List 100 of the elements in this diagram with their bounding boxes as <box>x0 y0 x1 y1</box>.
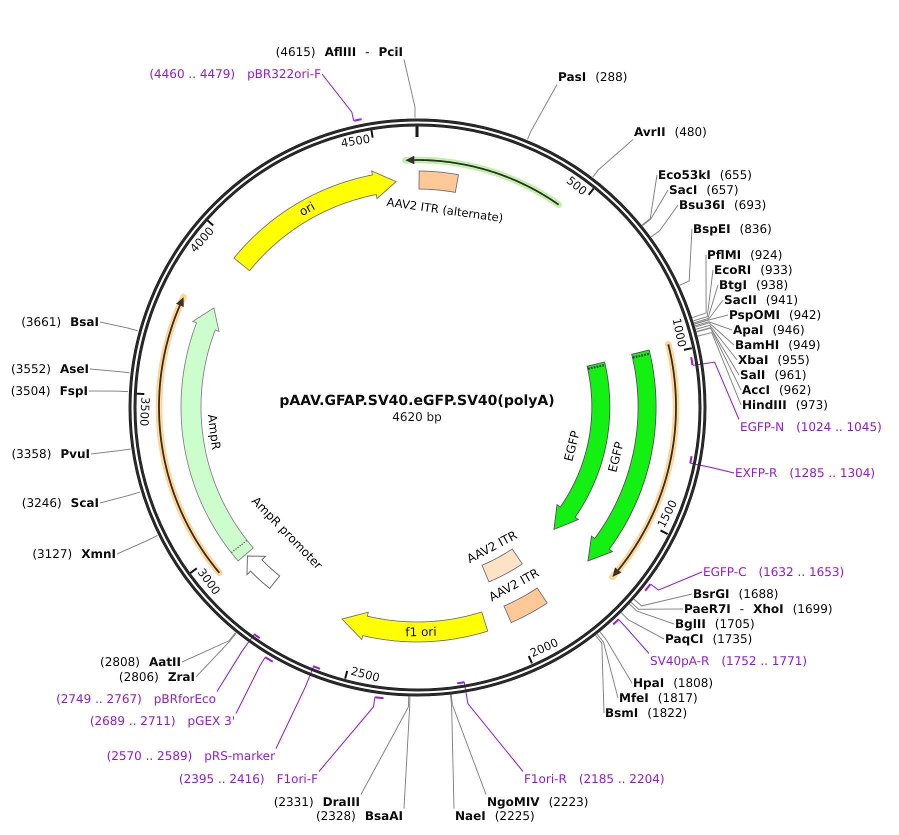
leader-line <box>196 632 237 678</box>
restriction-site-label: BsrGI (1688) <box>692 586 780 602</box>
leader-line <box>88 390 128 392</box>
primer-label: (2395 .. 2416) F1ori-F <box>178 772 319 786</box>
leader-line <box>694 322 734 346</box>
leader-line <box>695 324 738 360</box>
restriction-site-label: (3661) BsaI <box>20 314 100 330</box>
restriction-site-label: (2808) AatII <box>99 654 182 670</box>
feature-label: AAV2 ITR (alternate) <box>386 194 504 226</box>
primer-site-mark <box>644 582 652 592</box>
leader-line <box>696 328 742 390</box>
restriction-site-label: (3246) ScaI <box>20 496 100 510</box>
restriction-site-label: AccI (962) <box>741 382 812 398</box>
restriction-site-label: XbaI (955) <box>737 352 811 368</box>
restriction-site-label: NaeI (2225) <box>454 808 536 824</box>
plasmid-length: 4620 bp <box>392 410 442 424</box>
leader-line <box>642 174 658 226</box>
restriction-site-label: PaqCI (1735) <box>664 632 754 646</box>
restriction-site-label: (3552) AseI <box>10 362 90 376</box>
leader-line <box>464 681 524 772</box>
primer-site-mark <box>312 664 322 670</box>
leader-line <box>450 694 454 809</box>
leader-line <box>322 74 354 122</box>
restriction-site-label: BamHI (949) <box>734 338 822 352</box>
restriction-site-label: EcoRI (933) <box>713 262 794 278</box>
leader-line <box>527 84 558 140</box>
tick-label: 1500 <box>655 498 680 530</box>
tick-label: 500 <box>564 174 590 198</box>
leader-line <box>100 322 138 332</box>
restriction-site-label: BspEI (836) <box>692 222 773 236</box>
restriction-site-label: HindIII (973) <box>741 398 829 412</box>
leader-line <box>276 666 314 749</box>
primer-site-mark <box>689 454 693 464</box>
restriction-site-label: (4615) AflIII - PciI <box>274 44 404 60</box>
leader-line <box>592 139 634 178</box>
leader-line <box>697 332 742 406</box>
primer-site-mark <box>612 618 620 626</box>
leader-line <box>628 603 674 624</box>
restriction-site-label: Eco53kI (655) <box>657 168 753 182</box>
restriction-site-label: MfeI (1817) <box>618 690 699 706</box>
primer-label: (2749 .. 2767) pBRforEco <box>55 692 217 706</box>
restriction-site-label: PflMI (924) <box>706 248 784 262</box>
restriction-site-label: (2806) ZraI <box>118 670 196 684</box>
leader-line <box>692 362 740 420</box>
leader-line <box>618 619 650 654</box>
leader-line <box>620 612 664 640</box>
leader-line <box>216 633 256 692</box>
plasmid-name: pAAV.GFAP.SV40.eGFP.SV40(polyA) <box>279 392 555 410</box>
restriction-site-label: SacI (657) <box>668 182 740 198</box>
restriction-site-label: ApaI (946) <box>732 322 806 338</box>
leader-line <box>116 534 158 554</box>
leader-line <box>100 491 141 504</box>
leader-line <box>90 448 132 454</box>
restriction-site-label: SalI (961) <box>739 368 808 382</box>
tick-label: 2000 <box>528 636 561 660</box>
feature-label: EGFP <box>605 440 626 474</box>
primer-label: EGFP-N (1024 .. 1045) <box>739 420 883 434</box>
tick-label: 4500 <box>340 132 371 150</box>
restriction-site-label: (2331) DraIII <box>272 794 361 810</box>
leader-line <box>690 462 734 474</box>
leader-line <box>692 254 707 318</box>
leader-line <box>182 632 236 662</box>
primer-label: (2570 .. 2589) pRS-marker <box>106 748 276 764</box>
leader-line <box>599 631 632 684</box>
leader-line <box>90 368 130 374</box>
primer-site-mark <box>264 656 274 664</box>
restriction-site-label: PasI (288) <box>557 70 628 84</box>
leader-line <box>236 657 266 714</box>
primer-label: F1ori-R (2185 .. 2204) <box>523 772 666 786</box>
primer-label: (2689 .. 2711) pGEX 3' <box>88 714 236 728</box>
restriction-site-label: Bsu36I (693) <box>678 198 768 212</box>
primer-site-mark <box>253 632 262 639</box>
leader-line <box>404 59 416 118</box>
leader-line <box>693 284 718 324</box>
primer-label: EGFP-C (1632 .. 1653) <box>702 564 846 580</box>
restriction-site-label: AvrII (480) <box>633 124 708 140</box>
tick-label: 2500 <box>349 664 381 685</box>
restriction-site-label: (3358) PvuI <box>10 446 91 462</box>
restriction-site-label: SacII (941) <box>723 292 800 308</box>
restriction-site-label: BtgI (938) <box>718 278 790 292</box>
feature-label: EGFP <box>562 428 583 462</box>
restriction-site-label: PspOMI (942) <box>728 308 822 322</box>
leader-line <box>596 633 618 698</box>
restriction-site-label: HpaI (1808) <box>632 676 714 690</box>
leader-line <box>694 314 728 325</box>
restriction-site-label: BsmI (1822) <box>604 706 688 720</box>
leader-line <box>633 594 692 606</box>
leader-line <box>696 327 740 376</box>
leader-line <box>650 572 702 591</box>
restriction-site-label: NgoMIV (2223) <box>486 794 590 810</box>
leader-line <box>318 696 376 772</box>
leader-line <box>594 634 604 714</box>
leader-line <box>630 602 684 610</box>
primer-site-mark <box>456 680 466 684</box>
tick-label: 1000 <box>670 316 689 348</box>
restriction-site-label: PaeR7I - XhoI (1699) <box>683 602 834 616</box>
restriction-site-label: (2328) BsaAI <box>314 808 404 824</box>
leader-line <box>679 228 692 286</box>
primer-site-mark <box>352 118 362 122</box>
leader-line <box>692 270 714 322</box>
